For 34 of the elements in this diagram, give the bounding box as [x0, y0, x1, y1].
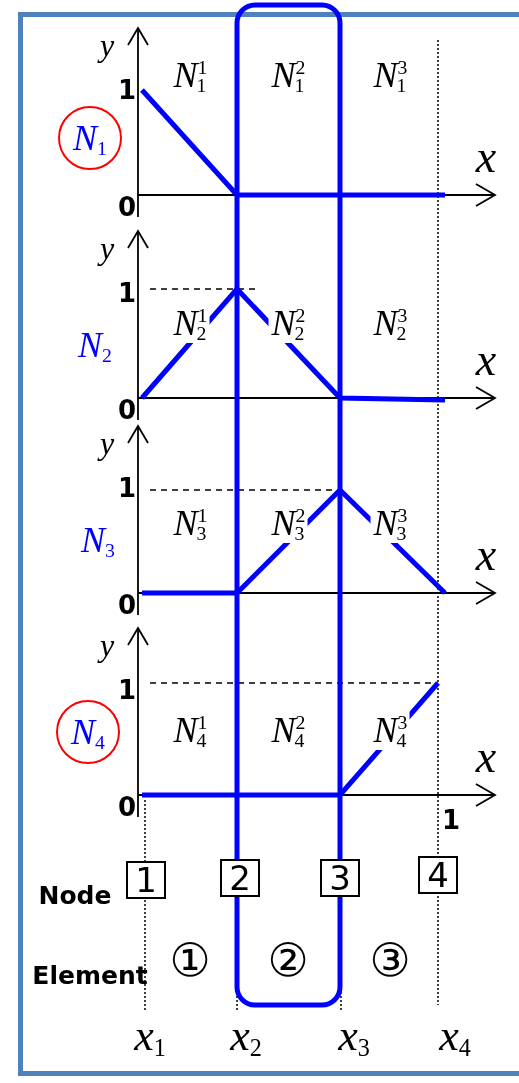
tick-label: 0	[117, 794, 137, 820]
axis-label: x	[475, 734, 497, 780]
tick-label: 1	[117, 475, 137, 501]
element-number: ③	[369, 937, 411, 983]
tick-label: 0	[117, 397, 137, 423]
circled-function-name: N$_{1}$	[58, 106, 122, 170]
node-coordinate: x$_{1}$	[134, 1014, 166, 1058]
node-coordinate: x$_{2}$	[230, 1014, 262, 1058]
axis-label: x	[475, 337, 497, 383]
node-number-box: 4	[418, 856, 458, 894]
axis-label: y	[99, 629, 115, 661]
axis-label: y	[99, 232, 115, 264]
row-heading: Element	[32, 962, 148, 988]
element-number: ②	[267, 937, 309, 983]
axis-label: x	[475, 532, 497, 578]
node-coordinate: x$_{3}$	[338, 1014, 370, 1058]
node-number-box: 3	[320, 859, 360, 897]
element-number: ①	[169, 937, 211, 983]
node-number-box: 1	[126, 861, 166, 899]
tick-label: 1	[117, 280, 137, 306]
tick-label: 1	[441, 807, 461, 833]
axis-label: y	[99, 427, 115, 459]
axis-label: x	[475, 134, 497, 180]
tick-label: 1	[117, 77, 137, 103]
circled-function-name: N$_{4}$	[56, 700, 120, 764]
tick-label: 1	[117, 677, 137, 703]
function-name: N$_{3}$	[81, 522, 115, 558]
axis-label: y	[99, 29, 115, 61]
tick-label: 0	[117, 194, 137, 220]
node-number-box: 2	[220, 859, 260, 897]
tick-label: 0	[117, 592, 137, 618]
node-coordinate: x$_{4}$	[439, 1014, 471, 1058]
function-name: N$_{2}$	[78, 327, 112, 363]
row-heading: Node	[38, 882, 112, 908]
